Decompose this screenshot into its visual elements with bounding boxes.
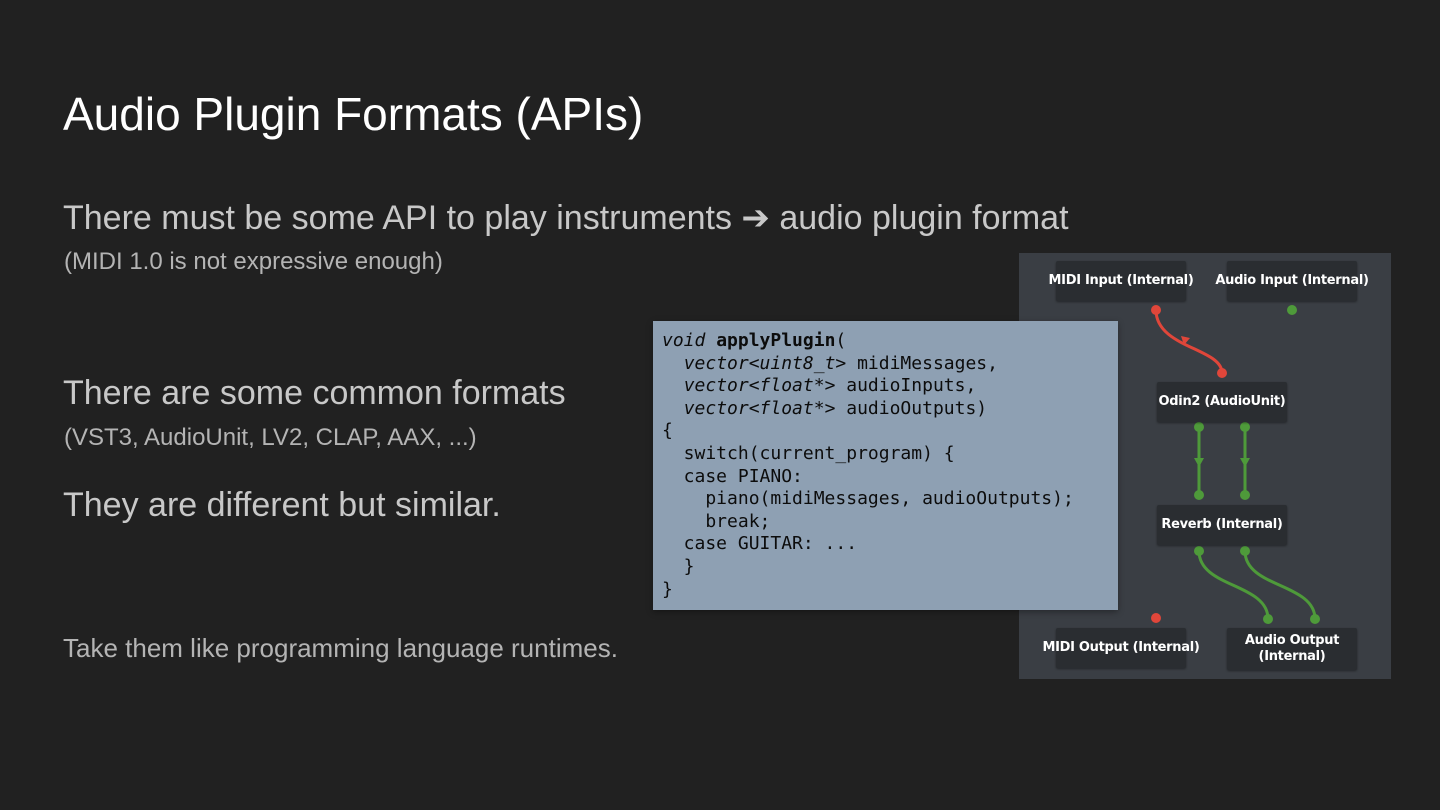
graph-node-audio-input: Audio Input (Internal) [1215,261,1369,301]
graph-node-audio-output: Audio Output (Internal) [1227,628,1357,670]
audio-port-output-in-left [1263,614,1273,624]
audio-port-reverb-out-left [1194,546,1204,556]
midi-wire-input-odin [1154,308,1224,375]
graph-node-midi-output: MIDI Output (Internal) [1042,628,1200,668]
audio-port-output-in-right [1310,614,1320,624]
midi-port-output-in [1151,613,1161,623]
bullet-runtimes: Take them like programming language runt… [63,633,618,663]
midi-port-input-out [1151,305,1161,315]
graph-node-reverb: Reverb (Internal) [1157,505,1287,545]
audio-port-reverb-in-right [1240,490,1250,500]
audio-port-reverb-in-left [1194,490,1204,500]
audio-port-odin-out-right [1240,422,1250,432]
bullet-api-needed: There must be some API to play instrumen… [63,199,1069,237]
audio-wire-arrow [1240,458,1250,467]
audio-wire-arrow [1194,458,1204,467]
code-block: void applyPlugin( vector<uint8_t> midiMe… [662,330,1074,600]
midi-wire-arrow [1181,336,1190,345]
graph-node-midi-input: MIDI Input (Internal) [1049,261,1194,301]
bullet-different-similar: They are different but similar. [63,486,501,524]
graph-node-odin2: Odin2 (AudioUnit) [1157,382,1287,422]
audio-port-reverb-out-right [1240,546,1250,556]
audio-port-input-out [1287,305,1297,315]
slide-title: Audio Plugin Formats (APIs) [63,88,644,140]
bullet-format-list: (VST3, AudioUnit, LV2, CLAP, AAX, ...) [64,424,477,451]
graph-wires [1151,305,1320,624]
midi-port-odin-in [1217,368,1227,378]
code-snippet-apply-plugin: void applyPlugin( vector<uint8_t> midiMe… [653,321,1118,610]
audio-port-odin-out-left [1194,422,1204,432]
bullet-midi-note: (MIDI 1.0 is not expressive enough) [64,248,443,275]
bullet-common-formats: There are some common formats [63,374,566,412]
audio-wire-reverb-out-left [1197,549,1270,621]
audio-wire-reverb-out-right [1243,549,1317,621]
